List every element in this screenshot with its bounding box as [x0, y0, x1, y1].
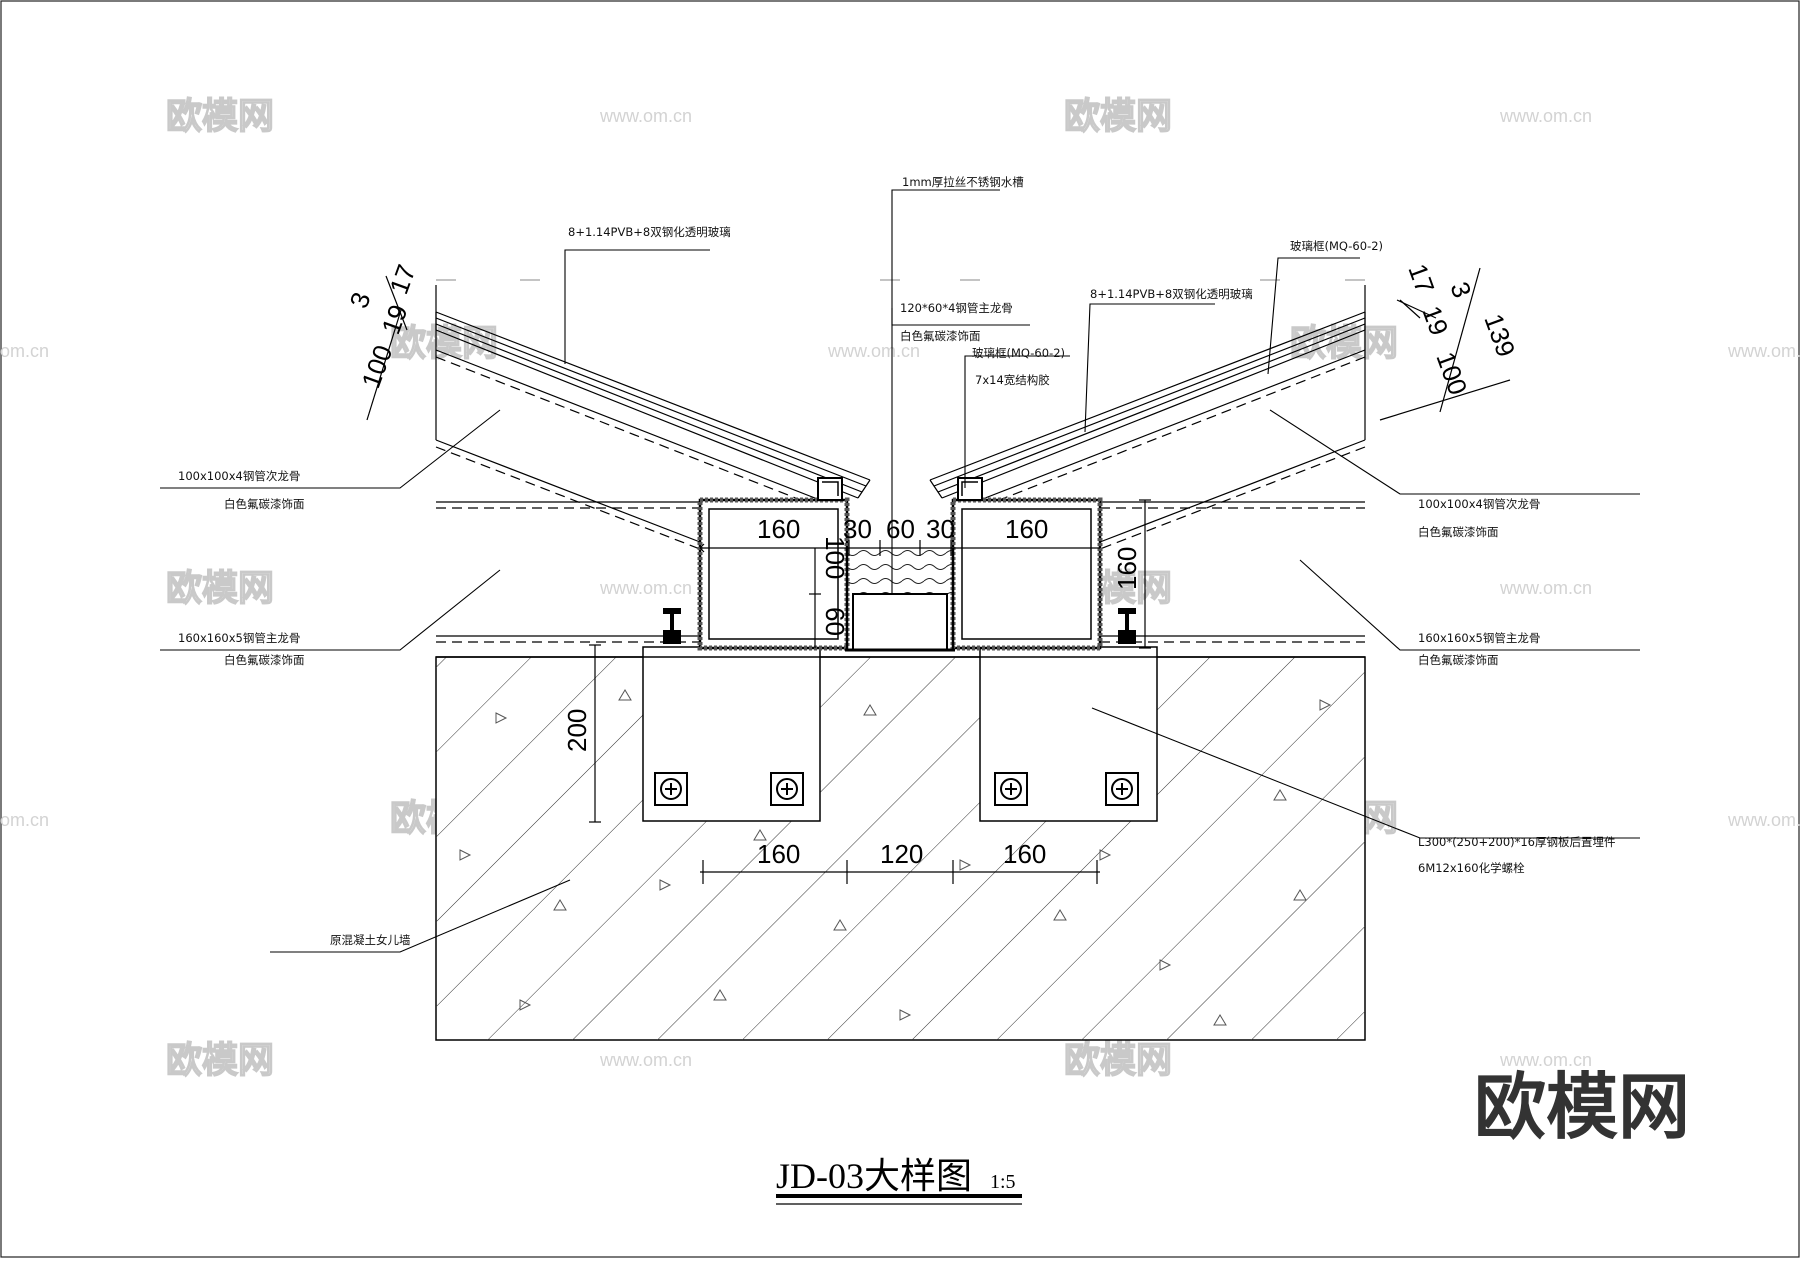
watermark-url: www.om.cn — [599, 1050, 692, 1070]
dim-bottom-right: 160 — [1003, 839, 1046, 869]
dim-gutter-bottom: 60 — [820, 607, 850, 636]
watermark-url: om.cn — [0, 810, 49, 830]
anchor-bolt-icon — [994, 772, 1028, 806]
label-glass-left: 8+1.14PVB+8双钢化透明玻璃 — [568, 225, 731, 239]
anchor-bolt-icon — [1105, 772, 1139, 806]
label-sub-keel-right-finish: 白色氟碳漆饰面 — [1418, 525, 1499, 539]
watermark-url: www.om.cn — [1499, 578, 1592, 598]
dim-left-stack-3: 17 — [383, 261, 421, 298]
anchor-bolt-icon — [654, 772, 688, 806]
watermark-cn: 欧模网 — [166, 568, 274, 609]
embed-plate-left — [642, 646, 821, 822]
sub-keel-right — [979, 285, 1366, 550]
label-main-keel-left: 160x160x5钢管主龙骨 — [178, 631, 300, 645]
dim-beam-right: 160 — [1005, 514, 1048, 544]
dim-right-stack-0: 17 — [1402, 260, 1440, 297]
dim-gap-a: 30 — [843, 514, 872, 544]
drawing-title: JD-03大样图 — [776, 1156, 972, 1196]
label-struct-glue: 7x14宽结构胶 — [975, 373, 1050, 387]
dim-bottom-left: 160 — [757, 839, 800, 869]
watermark-url: www.om.cn — [1727, 810, 1800, 830]
drawing-scale: 1:5 — [990, 1171, 1016, 1193]
dim-right-stack-4: 139 — [1478, 310, 1521, 361]
label-gutter-sheet: 1mm厚拉丝不锈钢水槽 — [902, 175, 1024, 189]
label-sub-keel-left: 100x100x4钢管次龙骨 — [178, 469, 300, 483]
dim-right-stack-3: 100 — [1430, 348, 1473, 399]
embed-plate-right — [979, 646, 1158, 822]
watermark-url: www.om.cn — [1499, 1050, 1592, 1070]
dim-gap-b: 30 — [926, 514, 955, 544]
keel-elevation-lines — [436, 501, 1365, 643]
label-main-keel-right-finish: 白色氟碳漆饰面 — [1418, 653, 1499, 667]
gutter-trough — [845, 548, 955, 652]
dim-beam-left: 160 — [757, 514, 800, 544]
annotation-labels: 1mm厚拉丝不锈钢水槽 8+1.14PVB+8双钢化透明玻璃 玻璃框(MQ-60… — [178, 175, 1616, 947]
watermark-cn: 欧模网 — [166, 96, 274, 137]
main-keel-tube-left — [697, 497, 850, 651]
watermark-url: www.om.cn — [1499, 106, 1592, 126]
watermark-url: www.om.cn — [827, 341, 920, 361]
dim-beam-height: 160 — [1112, 547, 1142, 590]
label-main-keel-120: 120*60*4钢管主龙骨 — [900, 301, 1013, 315]
label-glass-frame-right: 玻璃框(MQ-60-2) — [1290, 239, 1383, 253]
glass-frame-clip-left — [817, 477, 843, 501]
label-glass-frame-mid: 玻璃框(MQ-60-2) — [972, 346, 1065, 360]
glass-panel-left — [435, 311, 871, 499]
dimension-lines — [366, 267, 1511, 884]
watermark-url: www.om.cn — [599, 106, 692, 126]
glass-frame-clip-right — [957, 477, 983, 501]
dim-embed-height: 200 — [562, 709, 592, 752]
watermark-cn: 欧模网 — [1064, 96, 1172, 137]
watermark-cn: 欧模网 — [1064, 1040, 1172, 1081]
dim-right-stack-1: 3 — [1444, 278, 1477, 302]
label-anchor-bolt: 6M12x160化学螺栓 — [1418, 861, 1525, 875]
label-glass-right: 8+1.14PVB+8双钢化透明玻璃 — [1090, 287, 1253, 301]
sub-keel-left — [435, 285, 821, 550]
label-sub-keel-left-finish: 白色氟碳漆饰面 — [224, 497, 305, 511]
label-embed-plate: L300*(250+200)*16厚钢板后置埋件 — [1418, 835, 1616, 849]
dim-bottom-mid: 120 — [880, 839, 923, 869]
anchor-bolt-icon — [770, 772, 804, 806]
drawing-title-block: JD-03大样图 1:5 — [776, 1156, 1022, 1205]
dim-right-stack-2: 19 — [1416, 302, 1454, 339]
glass-panel-right — [929, 311, 1366, 499]
dim-left-stack-2: 3 — [343, 288, 376, 312]
watermark-url: www.om.cn — [599, 578, 692, 598]
brand-logo: 欧模网 — [1474, 1065, 1690, 1149]
label-concrete-wall: 原混凝土女儿墙 — [330, 933, 411, 947]
watermark-url: www.om.cn — [1727, 341, 1800, 361]
label-sub-keel-right: 100x100x4钢管次龙骨 — [1418, 497, 1540, 511]
label-main-keel-right: 160x160x5钢管主龙骨 — [1418, 631, 1540, 645]
label-main-keel-120-finish: 白色氟碳漆饰面 — [900, 329, 981, 343]
dim-gutter-depth: 100 — [820, 536, 850, 579]
watermark-cn: 欧模网 — [166, 1040, 274, 1081]
bolt-right-icon — [1118, 608, 1136, 644]
concrete-wall — [435, 656, 1366, 1041]
leader-lines — [160, 189, 1640, 953]
label-main-keel-left-finish: 白色氟碳漆饰面 — [224, 653, 305, 667]
dim-gutter: 60 — [886, 514, 915, 544]
bolt-left-icon — [663, 608, 681, 644]
watermark-url: om.cn — [0, 341, 49, 361]
